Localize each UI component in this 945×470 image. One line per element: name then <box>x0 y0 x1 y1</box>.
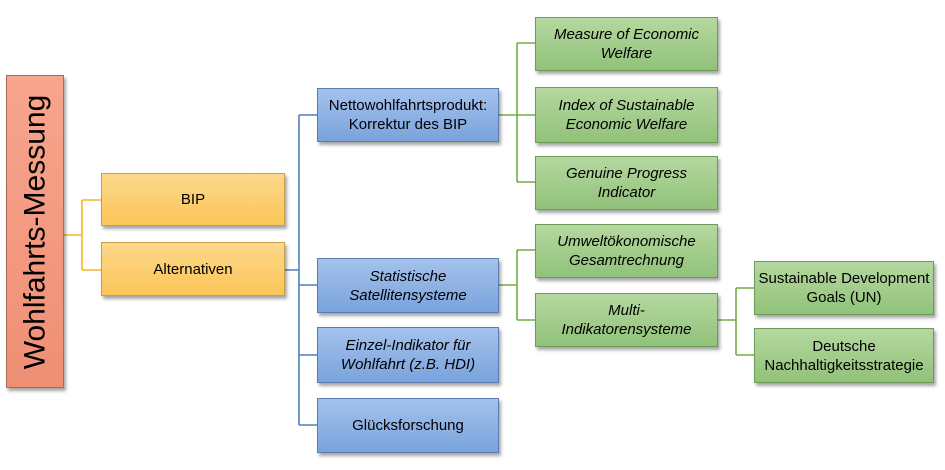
root-label: Wohlfahrts-Messung <box>18 94 51 369</box>
node-nettowohlfahrt-label: Nettowohlfahrtsprodukt: Korrektur des BI… <box>328 97 488 133</box>
node-satelliten-label: Statistische Satellitensysteme <box>349 267 467 304</box>
node-mew-label: Measure of Economic Welfare <box>553 26 700 62</box>
node-genuine-progress-indicator: Genuine Progress Indicator <box>535 156 718 210</box>
node-nettowohlfahrt: Nettowohlfahrtsprodukt: Korrektur des BI… <box>317 88 499 142</box>
node-measure-economic-welfare: Measure of Economic Welfare <box>535 17 718 71</box>
node-deutsche-nachhaltigkeitsstrategie: Deutsche Nachhaltigkeitsstrategie <box>754 328 934 383</box>
connector-netto-level3 <box>499 42 535 183</box>
node-alternativen: Alternativen <box>101 242 285 296</box>
node-bip-label: BIP <box>180 191 206 208</box>
connector-alternativen-level2 <box>285 114 317 426</box>
node-ugr-label: Umweltökonomische Gesamtrechnung <box>557 233 696 269</box>
node-gluecksforschung: Glücksforschung <box>317 398 499 453</box>
node-gluecks-label: Glücksforschung <box>352 417 464 434</box>
node-isew: Index of Sustainable Economic Welfare <box>535 87 718 143</box>
connector-multi-level4 <box>718 287 754 356</box>
connector-satelliten-level3 <box>499 249 535 321</box>
node-sdg-label: Sustainable Development Goals (UN) <box>758 270 930 306</box>
connector-root-level1 <box>64 199 101 271</box>
node-multi-label: Multi-Indikatorensysteme <box>561 302 692 338</box>
node-alternativen-label: Alternativen <box>153 260 233 278</box>
node-umweltoekonomische-gesamtrechnung: Umweltökonomische Gesamtrechnung <box>535 224 718 278</box>
node-satelliten: Statistische Satellitensysteme <box>317 258 499 313</box>
node-gpi-label: Genuine Progress Indicator <box>566 165 687 201</box>
node-einzel-indikator: Einzel-Indikator für Wohlfahrt (z.B. HDI… <box>317 327 499 383</box>
node-sdg: Sustainable Development Goals (UN) <box>754 261 934 315</box>
node-bip: BIP <box>101 173 285 226</box>
node-multi-indikatorensysteme: Multi-Indikatorensysteme <box>535 293 718 347</box>
node-einzel-label: Einzel-Indikator für Wohlfahrt (z.B. HDI… <box>340 337 476 373</box>
root-node: Wohlfahrts-Messung <box>6 75 64 388</box>
node-dns-label: Deutsche Nachhaltigkeitsstrategie <box>764 337 924 374</box>
node-isew-label: Index of Sustainable Economic Welfare <box>558 97 695 133</box>
